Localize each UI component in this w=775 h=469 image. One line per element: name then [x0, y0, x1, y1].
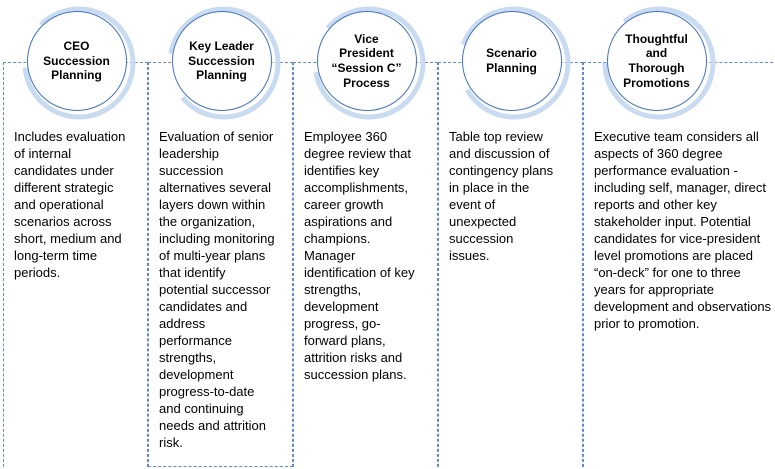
pillar-description: Executive team considers all aspects of …	[594, 129, 772, 331]
pillar-circle-area: CEO Succession Planning	[21, 6, 135, 120]
pillar-circle: CEO Succession Planning	[26, 11, 127, 111]
pillar-title: Vice President “Session C” Process	[331, 31, 402, 90]
pillar-circle: Key Leader Succession Planning	[171, 11, 272, 111]
pillar-circle-area: Scenario Planning	[457, 6, 570, 120]
pillar-title: CEO Succession Planning	[43, 38, 110, 83]
pillar-circle: Thoughtful and Thorough Promotions	[606, 11, 707, 111]
circle-arc-icon	[457, 6, 570, 120]
pillar-description: Employee 360 degree review that identifi…	[304, 129, 415, 382]
pillar-circle: Vice President “Session C” Process	[316, 11, 417, 111]
pillar-circle: Scenario Planning	[461, 11, 562, 111]
pillar-description: Evaluation of senior leadership successi…	[159, 129, 275, 450]
pillar-column-ceo-succession-planning: CEO Succession Planning Includes evaluat…	[3, 6, 148, 469]
pillar-title: Scenario Planning	[486, 46, 537, 75]
pillar-column-vice-president-session-c-process: Vice President “Session C” Process Emplo…	[293, 6, 438, 469]
pillar-circle-area: Key Leader Succession Planning	[167, 6, 280, 120]
pillar-circle-area: Thoughtful and Thorough Promotions	[602, 6, 715, 120]
pillar-title: Key Leader Succession Planning	[188, 38, 255, 83]
pillar-description: Includes evaluation of internal candidat…	[14, 129, 126, 280]
circle-arc-icon	[167, 6, 280, 120]
pillar-circle-area: Vice President “Session C” Process	[312, 6, 426, 120]
pillar-column-scenario-planning: Scenario Planning Table top review and d…	[438, 6, 583, 469]
pillar-title: Thoughtful and Thorough Promotions	[623, 31, 690, 90]
pillar-column-key-leader-succession-planning: Key Leader Succession Planning Evaluatio…	[148, 6, 293, 467]
pillar-description: Table top review and discussion of conti…	[449, 129, 554, 263]
pillar-column-thoughtful-thorough-promotions: Thoughtful and Thorough Promotions Execu…	[583, 6, 775, 469]
